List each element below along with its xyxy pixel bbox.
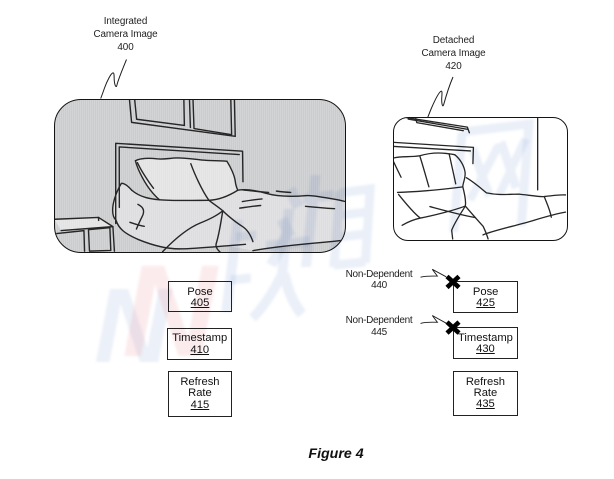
svg-text:N: N	[122, 237, 219, 384]
svg-text:N: N	[94, 267, 173, 385]
